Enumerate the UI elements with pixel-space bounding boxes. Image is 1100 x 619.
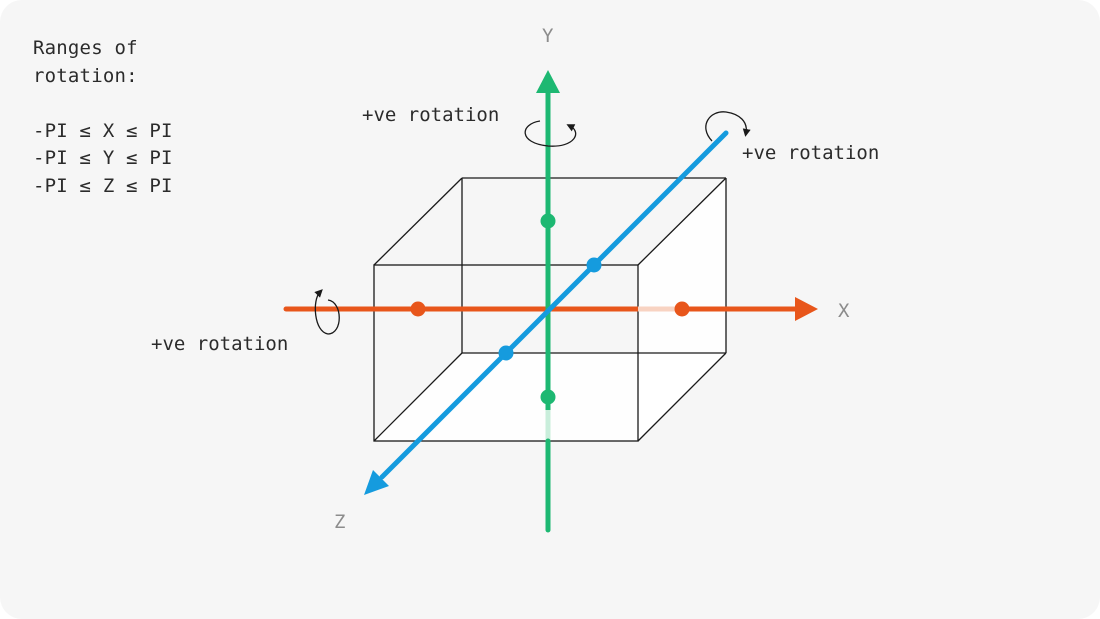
y-axis-point (540, 213, 556, 229)
counterclockwise-arrow-icon (314, 289, 340, 335)
x-axis: X (283, 297, 850, 322)
y-axis: Y (536, 25, 560, 533)
z-axis: Z (334, 130, 729, 533)
x-axis-arrowhead (795, 297, 818, 321)
x-range: -PI ≤ X ≤ PI (33, 119, 173, 142)
x-axis-point (674, 301, 690, 317)
y-range: -PI ≤ Y ≤ PI (33, 147, 173, 169)
y-axis-arrowhead (536, 70, 560, 93)
x-axis-point (410, 301, 426, 317)
z-rotation-indicator: +ve rotation (705, 111, 879, 164)
counterclockwise-arrow-icon (705, 111, 751, 142)
cube-edge (373, 177, 463, 266)
cube-edge (637, 177, 727, 266)
ranges-heading-line1: Ranges of (33, 37, 138, 59)
y-rotation-indicator: +ve rotation (362, 104, 577, 147)
rotation-ranges: Ranges of rotation: -PI ≤ X ≤ PI -PI ≤ Y… (33, 35, 173, 200)
counterclockwise-arrow-icon (524, 120, 577, 147)
z-axis-arrowhead (364, 470, 389, 495)
ranges-heading-line2: rotation: (33, 64, 138, 87)
y-axis-point (540, 389, 556, 405)
cube-edge (637, 352, 727, 442)
x-rotation-label: +ve rotation (151, 333, 288, 355)
z-rotation-label: +ve rotation (742, 142, 879, 164)
z-axis-point (498, 345, 514, 361)
x-rotation-indicator: +ve rotation (151, 289, 340, 355)
z-axis-line (379, 130, 729, 480)
x-axis-label: X (838, 300, 850, 322)
z-axis-point (586, 257, 602, 273)
y-axis-label: Y (542, 25, 554, 47)
z-range: -PI ≤ Z ≤ PI (33, 174, 173, 197)
z-axis-label: Z (334, 511, 345, 533)
y-rotation-label: +ve rotation (362, 104, 499, 126)
cube-edge (373, 352, 463, 442)
cube-front-outline (373, 264, 639, 442)
